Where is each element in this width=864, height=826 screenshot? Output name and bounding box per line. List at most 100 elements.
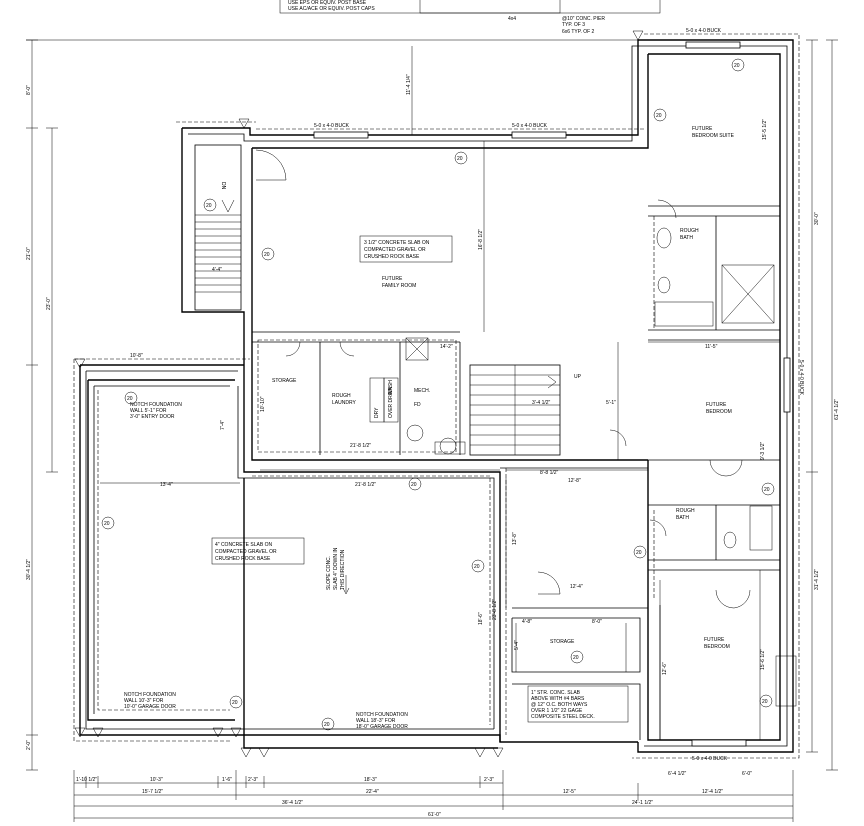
svg-text:1" STR. CONC. SLAB: 1" STR. CONC. SLAB: [531, 690, 581, 696]
tag: 20: [124, 391, 138, 405]
svg-text:20: 20: [104, 521, 110, 527]
svg-text:20: 20: [636, 550, 642, 556]
notch-notes: NOTCH FOUNDATION WALL 5'-1" FOR 3'-0" EN…: [124, 402, 408, 730]
svg-text:10'-3": 10'-3": [150, 777, 163, 783]
tag: 20: [229, 695, 243, 709]
svg-text:4'-8": 4'-8": [522, 619, 532, 625]
svg-text:20: 20: [457, 156, 463, 162]
svg-text:3'-0" ENTRY DOOR: 3'-0" ENTRY DOOR: [130, 414, 175, 420]
svg-text:BEDROOM: BEDROOM: [706, 409, 732, 415]
left-dimensions: 8'-0" 21'-0" 23'-0" 30'-4 1/2" 2'-0": [26, 39, 793, 771]
svg-text:20: 20: [573, 655, 579, 661]
svg-text:20: 20: [206, 203, 212, 209]
interior-dimensions: 11'-4 1/4" 16'-8 1/2" 10'-8" 21'-8 1/2" …: [100, 46, 780, 777]
svg-text:FUTURE: FUTURE: [706, 402, 727, 408]
svg-text:18'-6": 18'-6": [478, 612, 484, 625]
svg-text:FAMILY ROOM: FAMILY ROOM: [382, 283, 416, 289]
svg-text:MECH.: MECH.: [414, 388, 430, 394]
svg-text:61'-4 1/2": 61'-4 1/2": [834, 399, 840, 420]
svg-text:15'-7 1/2": 15'-7 1/2": [142, 789, 163, 795]
buck-label: 5-0 x 4-0 BUCK: [686, 28, 722, 34]
svg-text:20: 20: [762, 699, 768, 705]
svg-text:WALL 10'-3" FOR: WALL 10'-3" FOR: [124, 698, 164, 704]
tag: 20: [101, 516, 115, 530]
slab-note-family: 3 1/2" CONCRETE SLAB ON COMPACTED GRAVEL…: [359, 235, 453, 263]
svg-text:2'-0": 2'-0": [26, 740, 32, 750]
svg-text:30'-4 1/2": 30'-4 1/2": [26, 559, 32, 580]
svg-text:BATH: BATH: [680, 235, 693, 241]
buck-label: 5-0 x 4-0 BUCK: [798, 360, 804, 396]
svg-text:12'-4 1/2": 12'-4 1/2": [702, 789, 723, 795]
svg-text:STORAGE: STORAGE: [272, 378, 297, 384]
svg-text:11'-5": 11'-5": [705, 344, 718, 350]
svg-text:11'-4 1/4": 11'-4 1/4": [406, 74, 412, 95]
svg-text:13'-4": 13'-4": [160, 482, 173, 488]
doors: [255, 149, 751, 609]
svg-text:STORAGE: STORAGE: [550, 639, 575, 645]
struct-slab-note: 1" STR. CONC. SLAB ABOVE WITH #4 BARS @ …: [527, 685, 629, 723]
interior-walls: [194, 53, 781, 741]
svg-text:NOTCH FOUNDATION: NOTCH FOUNDATION: [130, 402, 182, 408]
svg-text:ROUGH: ROUGH: [680, 228, 699, 234]
svg-text:CRUSHED ROCK BASE: CRUSHED ROCK BASE: [215, 556, 271, 562]
svg-text:@10" CONC. PIER: @10" CONC. PIER: [562, 16, 605, 22]
svg-text:21'-8 1/2": 21'-8 1/2": [355, 482, 376, 488]
svg-text:FD: FD: [414, 402, 421, 408]
svg-text:13'-8": 13'-8": [512, 532, 518, 545]
svg-text:12'-5": 12'-5": [563, 789, 576, 795]
svg-text:8'-0": 8'-0": [592, 619, 602, 625]
svg-text:DRY: DRY: [374, 407, 380, 418]
svg-text:15'-5 1/2": 15'-5 1/2": [762, 119, 768, 140]
svg-text:3'-4 1/2": 3'-4 1/2": [532, 400, 551, 406]
svg-text:5'-1": 5'-1": [606, 400, 616, 406]
svg-text:21'-8 1/2": 21'-8 1/2": [350, 443, 371, 449]
svg-text:20: 20: [764, 487, 770, 493]
tag: 20: [761, 482, 775, 496]
svg-text:15'-6 1/2": 15'-6 1/2": [760, 649, 766, 670]
svg-text:1'-10 1/2": 1'-10 1/2": [76, 777, 97, 783]
svg-text:SLAB 4" DOWN IN: SLAB 4" DOWN IN: [333, 547, 339, 590]
svg-text:ROUGH: ROUGH: [332, 393, 351, 399]
svg-text:WALL 18'-3" FOR: WALL 18'-3" FOR: [356, 718, 396, 724]
tag: 20: [731, 58, 745, 72]
tag: 20: [261, 247, 275, 261]
svg-text:4'-4": 4'-4": [212, 267, 222, 273]
side-box: [775, 655, 797, 707]
svg-text:2'-3": 2'-3": [248, 777, 258, 783]
svg-text:COMPOSITE STEEL DECK.: COMPOSITE STEEL DECK.: [531, 714, 595, 720]
tag: 20: [633, 545, 647, 559]
svg-text:UP: UP: [574, 374, 582, 380]
tag: 20: [759, 694, 773, 708]
svg-text:20: 20: [734, 63, 740, 69]
top-note-2: USE AC/ACE OR EQUIV. POST CAPS: [288, 6, 375, 12]
footings-dashed: [73, 33, 800, 759]
svg-text:14'-2": 14'-2": [440, 344, 453, 350]
tag: 20: [408, 477, 422, 491]
svg-text:20: 20: [411, 482, 417, 488]
svg-text:10'-8": 10'-8": [130, 353, 143, 359]
svg-text:ROUGH: ROUGH: [676, 508, 695, 514]
svg-text:16'-8 1/2": 16'-8 1/2": [478, 229, 484, 250]
svg-text:4" CONCRETE SLAB ON: 4" CONCRETE SLAB ON: [215, 542, 272, 548]
svg-text:CRUSHED ROCK BASE: CRUSHED ROCK BASE: [364, 254, 420, 260]
svg-text:12'-8": 12'-8": [568, 478, 581, 484]
tag: 20: [471, 559, 485, 573]
slab-note-garage: 4" CONCRETE SLAB ON COMPACTED GRAVEL OR …: [211, 537, 305, 565]
svg-text:20: 20: [264, 252, 270, 258]
right-dimensions: 30'-0" 61'-4 1/2" 31'-4 1/2": [806, 39, 840, 771]
buck-label: 5-0 x 4-0 BUCK: [692, 756, 728, 762]
svg-text:ABOVE WITH #4 BARS: ABOVE WITH #4 BARS: [531, 696, 585, 702]
svg-text:DN: DN: [220, 182, 226, 190]
svg-text:4x4: 4x4: [508, 16, 516, 22]
svg-text:36'-4 1/2": 36'-4 1/2": [282, 800, 303, 806]
svg-text:6x6 TYP. OF 2: 6x6 TYP. OF 2: [562, 29, 595, 35]
svg-text:BATH: BATH: [676, 515, 689, 521]
bottom-dimensions: 1'-10 1/2" 10'-3" 1'-6" 2'-3" 18'-3" 2'-…: [73, 770, 794, 822]
svg-text:7'-4": 7'-4": [220, 420, 226, 430]
top-note-1: USE EPS OR EQUIV. POST BASE: [288, 0, 367, 6]
fixtures: [369, 227, 775, 551]
tag: 20: [203, 198, 217, 212]
svg-text:21'-0": 21'-0": [26, 247, 32, 260]
svg-text:22'-4": 22'-4": [366, 789, 379, 795]
